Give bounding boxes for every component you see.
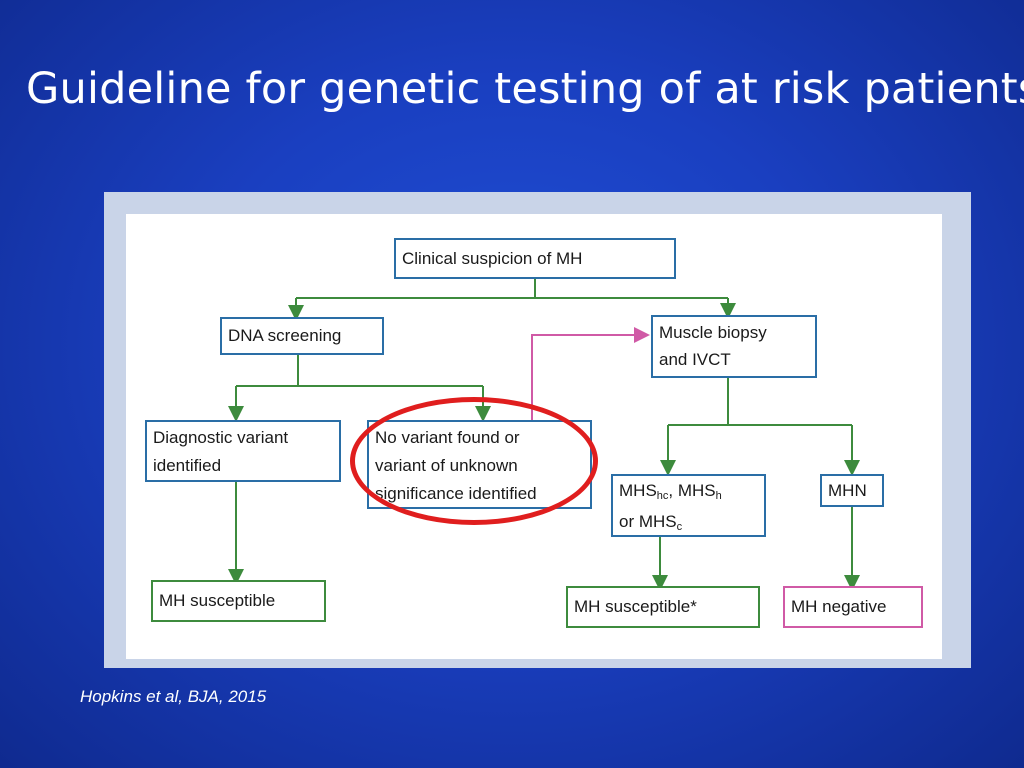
node-muscle-biopsy: Muscle biopsy and IVCT (651, 315, 817, 378)
node-dna-screening: DNA screening (220, 317, 384, 355)
node-mhs-sub1: hc (656, 490, 669, 502)
node-mhs-sub3: c (676, 521, 683, 533)
node-mhs-text3: or MHS (619, 512, 677, 531)
node-mhs: MHShc, MHSh or MHSc (611, 474, 766, 537)
node-clinical-suspicion: Clinical suspicion of MH (394, 238, 676, 279)
node-diagnostic-variant-line2: identified (153, 456, 222, 475)
node-mh-susceptible-right: MH susceptible* (566, 586, 760, 628)
node-muscle-biopsy-line2: and IVCT (659, 350, 731, 369)
citation: Hopkins et al, BJA, 2015 (80, 687, 267, 706)
flowchart-connectors (228, 279, 860, 591)
node-mhn: MHN (820, 474, 884, 507)
node-mhs-text1: MHS (619, 481, 657, 500)
node-dna-screening-label: DNA screening (228, 326, 342, 345)
node-mhs-line2: or MHSc (619, 509, 758, 540)
node-diagnostic-variant-line1: Diagnostic variant (153, 428, 289, 447)
slide-title: Guideline for genetic testing of at risk… (26, 64, 1024, 114)
node-mhs-sub2: h (715, 490, 722, 502)
node-mh-negative-label: MH negative (791, 597, 887, 616)
node-mhn-label: MHN (828, 481, 867, 500)
node-muscle-biopsy-line1: Muscle biopsy (659, 323, 767, 342)
node-mh-negative: MH negative (783, 586, 923, 628)
figure-frame: Clinical suspicion of MH DNA screening M… (104, 192, 971, 668)
node-mh-susceptible-left: MH susceptible (151, 580, 326, 622)
node-mhs-text2: , MHS (668, 481, 716, 500)
node-clinical-suspicion-label: Clinical suspicion of MH (402, 249, 583, 268)
pink-connector-to-muscle-biopsy (531, 327, 650, 420)
highlight-ellipse (350, 397, 598, 525)
node-diagnostic-variant: Diagnostic variant identified (145, 420, 341, 482)
node-mhs-line1: MHShc, MHSh (619, 478, 758, 509)
node-mh-susceptible-right-label: MH susceptible* (574, 597, 697, 616)
node-mh-susceptible-left-label: MH susceptible (159, 591, 276, 610)
